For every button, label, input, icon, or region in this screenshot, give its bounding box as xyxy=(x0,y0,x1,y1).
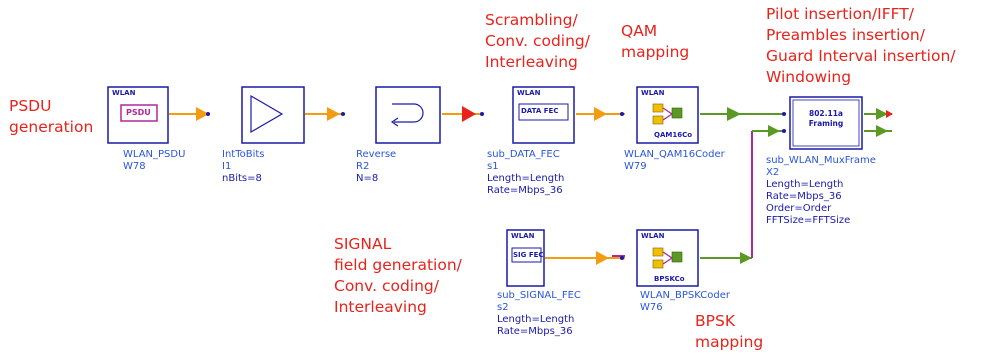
wire-psdu-to-inttobits xyxy=(169,107,210,121)
annotation-line: field generation/ xyxy=(334,256,462,274)
annotation-line: mapping xyxy=(695,333,764,351)
sigfec-badge: WLAN xyxy=(511,232,535,240)
component-name: WLAN_QAM16Coder xyxy=(624,149,725,160)
psdu-inner-label: PSDU xyxy=(126,108,151,117)
annotation-line: mapping xyxy=(621,43,690,61)
component-id: s1 xyxy=(487,161,499,172)
component-id: R2 xyxy=(356,161,370,172)
component-param: Rate=Mbps_36 xyxy=(487,185,563,196)
wire-qam-to-muxframe xyxy=(700,107,786,121)
annotation-line: PSDU xyxy=(9,97,52,115)
qam-inner-label: QAM16Co xyxy=(654,131,693,139)
wire-sigfec-to-bpsk xyxy=(545,251,625,265)
component-name: sub_SIGNAL_FEC xyxy=(497,290,581,301)
block-data-fec[interactable] xyxy=(512,86,575,144)
component-name: sub_WLAN_MuxFrame xyxy=(766,155,876,166)
bpsk-inner-label: BPSKCo xyxy=(654,275,685,283)
annotation-scrambling: Scrambling/ Conv. coding/ Interleaving xyxy=(485,10,590,73)
block-qam16coder[interactable] xyxy=(636,86,699,144)
reverse-block-label: Reverse R2 N=8 xyxy=(356,149,396,185)
block-inttobits[interactable] xyxy=(241,86,305,144)
component-id: W76 xyxy=(640,302,663,313)
qam-block-label: WLAN_QAM16Coder W79 xyxy=(624,149,725,173)
psdu-badge: WLAN xyxy=(112,89,136,97)
component-name: WLAN_BPSKCoder xyxy=(640,290,730,301)
sigfec-block-label: sub_SIGNAL_FEC s2 Length=Length Rate=Mbp… xyxy=(497,290,581,338)
wire-inttobits-to-reverse xyxy=(305,107,345,121)
muxframe-inner-line: 802.11a xyxy=(808,109,843,118)
annotation-line: BPSK xyxy=(695,312,735,330)
annotation-line: Pilot insertion/IFFT/ xyxy=(766,5,914,23)
component-name: Reverse xyxy=(356,149,397,160)
annotation-line: Scrambling/ xyxy=(485,11,578,29)
component-param: nBits=8 xyxy=(222,173,262,184)
muxframe-outputs xyxy=(864,108,893,137)
component-param: N=8 xyxy=(356,173,379,184)
annotation-line: Interleaving xyxy=(485,53,578,71)
block-sig-fec[interactable] xyxy=(506,229,545,287)
wire-bpsk-to-muxframe xyxy=(700,125,786,264)
block-bpskcoder[interactable] xyxy=(636,229,699,287)
annotation-line: Windowing xyxy=(766,68,852,86)
component-id: W79 xyxy=(624,161,647,172)
component-param: Length=Length xyxy=(487,173,565,184)
qam-badge: WLAN xyxy=(641,89,665,97)
annotation-line: Guard Interval insertion/ xyxy=(766,47,956,65)
annotation-line: generation xyxy=(9,118,94,136)
annotation-line: Preambles insertion/ xyxy=(766,26,925,44)
component-id: s2 xyxy=(497,302,509,313)
sigfec-inner-label: SIG FEC xyxy=(513,251,544,259)
component-id: W78 xyxy=(123,161,146,172)
component-param: Rate=Mbps_36 xyxy=(766,191,842,202)
component-name: WLAN_PSDU xyxy=(123,149,186,160)
component-name: IntToBits xyxy=(222,149,265,160)
annotation-qam-mapping: QAM mapping xyxy=(621,21,689,63)
wire-datafec-to-qam xyxy=(576,107,625,121)
datafec-inner-label: DATA FEC xyxy=(521,107,559,115)
muxframe-inner-label: 802.11a Framing xyxy=(799,109,853,129)
component-id: X2 xyxy=(766,167,780,178)
wire-reverse-to-datafec xyxy=(442,106,484,122)
annotation-psdu-generation: PSDU generation xyxy=(9,96,93,138)
annotation-line: SIGNAL xyxy=(334,235,392,253)
annotation-line: QAM xyxy=(621,22,658,40)
component-name: sub_DATA_FEC xyxy=(487,149,560,160)
component-id: I1 xyxy=(222,161,232,172)
annotation-line: Conv. coding/ xyxy=(485,32,590,50)
bpsk-block-label: WLAN_BPSKCoder W76 xyxy=(640,290,730,314)
annotation-signal-field: SIGNAL field generation/ Conv. coding/ I… xyxy=(334,234,462,318)
block-muxframe[interactable] xyxy=(789,96,863,150)
component-param: FFTSize=FFTSize xyxy=(766,215,851,226)
inttobits-block-label: IntToBits I1 nBits=8 xyxy=(222,149,265,185)
datafec-block-label: sub_DATA_FEC s1 Length=Length Rate=Mbps_… xyxy=(487,149,564,197)
datafec-badge: WLAN xyxy=(517,89,541,97)
annotation-pilot-insertion: Pilot insertion/IFFT/ Preambles insertio… xyxy=(766,4,956,88)
block-reverse[interactable] xyxy=(375,86,441,144)
component-param: Length=Length xyxy=(497,314,575,325)
muxframe-block-label: sub_WLAN_MuxFrame X2 Length=Length Rate=… xyxy=(766,155,876,227)
component-param: Order=Order xyxy=(766,203,832,214)
block-wlan-psdu[interactable] xyxy=(107,86,169,144)
bpsk-badge: WLAN xyxy=(641,232,665,240)
annotation-bpsk-mapping: BPSK mapping xyxy=(695,311,763,353)
component-param: Rate=Mbps_36 xyxy=(497,326,573,337)
psdu-block-label: WLAN_PSDU W78 xyxy=(123,149,185,173)
component-param: Length=Length xyxy=(766,179,844,190)
muxframe-inner-line: Framing xyxy=(808,119,844,128)
annotation-line: Conv. coding/ xyxy=(334,277,439,295)
annotation-line: Interleaving xyxy=(334,298,427,316)
